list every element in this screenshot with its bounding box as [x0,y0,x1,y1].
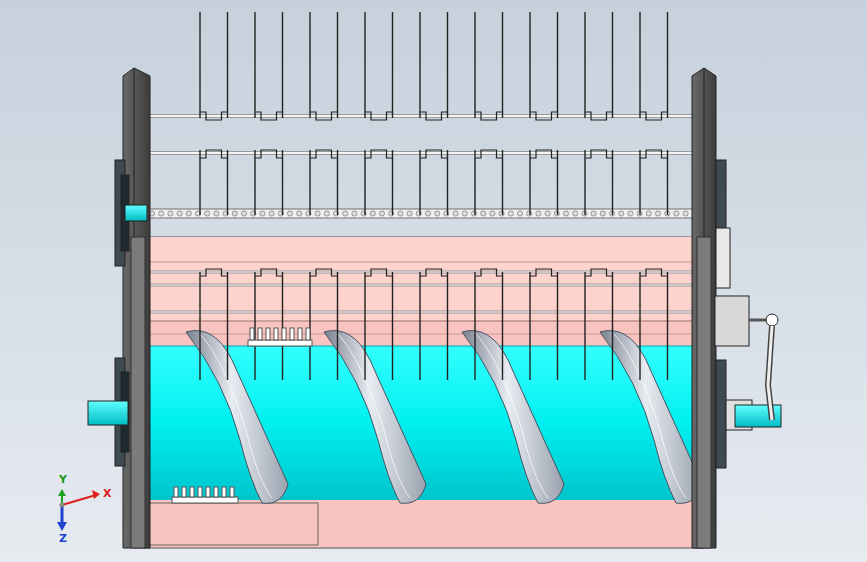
outlet-box [145,503,318,545]
left-side-plate [123,68,150,548]
housing-band [145,237,700,321]
axis-label: Y [59,474,67,485]
housing [143,237,703,548]
axis-triad [57,489,100,531]
screw-flight [600,331,702,504]
right-drive [715,160,781,468]
comb [172,340,312,503]
screw-flight [186,331,288,504]
right-side-plate [692,68,716,548]
left-bearings [88,160,147,466]
screw-flight [462,331,564,504]
axis-label: Z [59,533,67,544]
screw-flights [186,331,702,504]
axis-label: X [103,488,111,499]
screw-flight [324,331,426,504]
tines [148,12,694,380]
